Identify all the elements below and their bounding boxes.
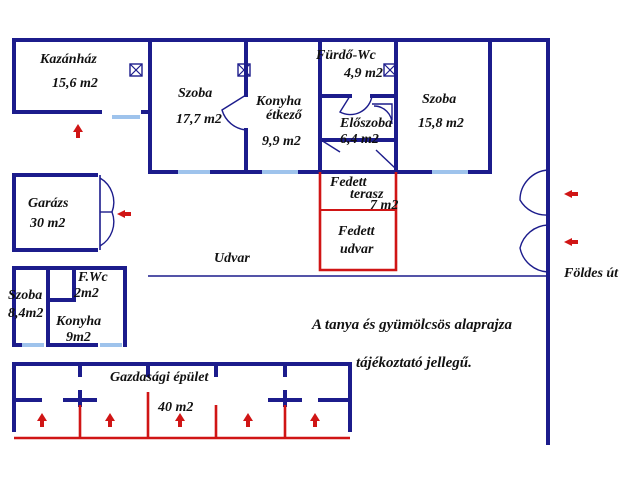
foldes-ut-label: Földes út <box>564 266 619 281</box>
fedett-terasz-area: 7 m2 <box>370 198 399 213</box>
fedett-udvar-label: Fedett <box>338 224 375 239</box>
gazdasagi-label: Gazdasági épület <box>110 370 209 385</box>
entrance-arrows <box>37 124 578 427</box>
fedett-udvar-label-2: udvar <box>340 242 374 257</box>
entrance-gate <box>519 169 549 273</box>
furdo-label: Fürdő-Wc <box>316 48 376 63</box>
farm-building-walls <box>12 362 352 432</box>
garazs-label: Garázs <box>28 196 69 211</box>
plan-note-line2: tájékoztató jellegű. <box>356 355 472 371</box>
szoba1-label: Szoba <box>178 86 213 101</box>
garage-walls <box>12 173 115 252</box>
szoba2-area: 15,8 m2 <box>418 116 464 131</box>
udvar-label: Udvar <box>214 251 250 266</box>
szoba3-label: Szoba <box>8 288 43 303</box>
garazs-area: 30 m2 <box>30 216 66 231</box>
furdo-area: 4,9 m2 <box>344 66 383 81</box>
fwc-label: F.Wc <box>78 270 108 285</box>
covered-yard-outline <box>318 172 398 272</box>
konyha2-area: 9m2 <box>66 330 91 345</box>
chimney-vents <box>129 63 397 77</box>
szoba1-area: 17,7 m2 <box>176 112 222 127</box>
konyha-etkezo-label-2: étkező <box>266 108 302 123</box>
konyha2-label: Konyha <box>56 314 102 329</box>
eloszoba-area: 6,4 m2 <box>340 132 379 147</box>
fwc-area: 2m2 <box>74 286 99 301</box>
konyha-etkezo-label: Konyha <box>256 94 302 109</box>
fedett-terasz-label: Fedett <box>330 175 367 190</box>
konyha-etkezo-area: 9,9 m2 <box>262 134 301 149</box>
farm-building-partitions <box>14 392 350 440</box>
door-swings <box>221 94 396 169</box>
windows <box>22 115 468 347</box>
szoba2-label: Szoba <box>422 92 457 107</box>
plan-note-line1: A tanya és gyümölcsös alaprajza <box>312 317 513 333</box>
small-house-walls <box>12 266 127 347</box>
gazdasagi-area: 40 m2 <box>158 400 194 415</box>
kazanhaz-label: Kazánház <box>40 52 97 67</box>
kazanhaz-area: 15,6 m2 <box>52 76 98 91</box>
szoba3-area: 8,4m2 <box>8 306 44 321</box>
eloszoba-label: Előszoba <box>340 116 393 131</box>
fedett-terasz-label-2: terasz <box>350 187 384 202</box>
